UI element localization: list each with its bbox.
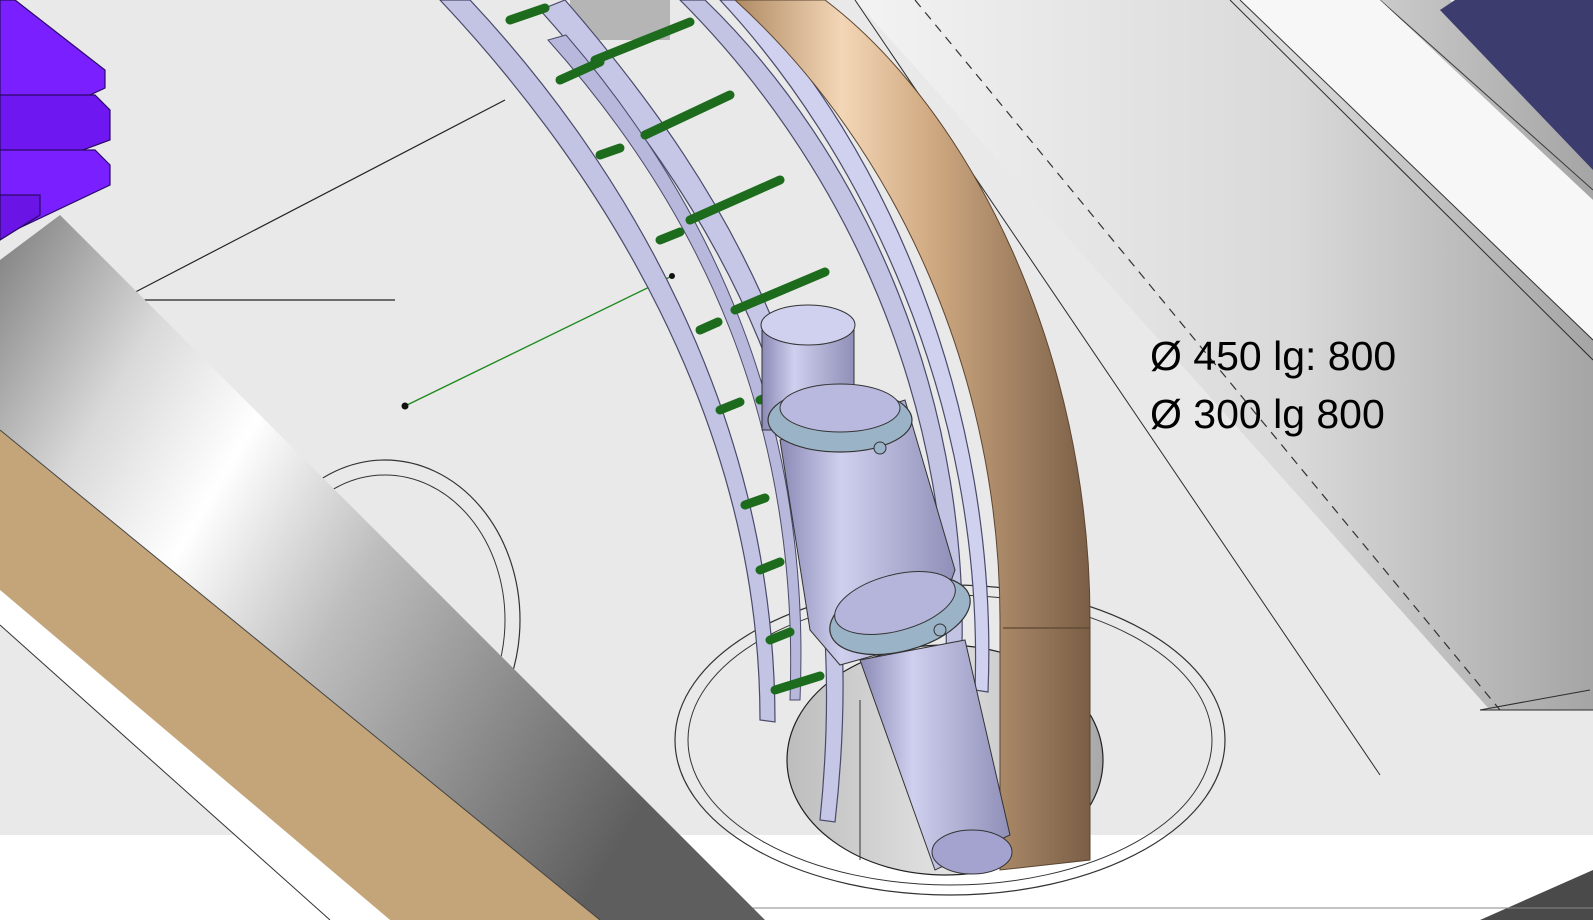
- cylinder-bolt-upper: [873, 441, 887, 455]
- steel-pipe-edge: [0, 429, 601, 920]
- cylinder-lower-tube: [859, 639, 1011, 871]
- white-floor-left: [0, 590, 390, 920]
- wall-edge: [1379, 0, 1593, 191]
- cylinder-bottom: [931, 829, 1013, 875]
- ladder-rail-far-2: [719, 0, 990, 693]
- floor-left-edge: [0, 624, 331, 920]
- cylinder-cap-top: [760, 304, 856, 346]
- cylinder-bolt-lower: [933, 623, 947, 637]
- leader-dot-start: [401, 402, 409, 410]
- dark-panel: [1440, 0, 1593, 170]
- floor-line-2: [1229, 0, 1593, 361]
- cylinder-band-upper-top: [779, 383, 901, 433]
- bottom-wall-strip: [0, 835, 1593, 920]
- leader-dot-end: [669, 273, 675, 279]
- floor-line-3: [1479, 689, 1591, 711]
- strip-edge: [1239, 0, 1593, 341]
- diameter-label-2: Ø 300 lg 800: [1150, 391, 1385, 437]
- diameter-label-1: Ø 450 lg: 800: [1150, 333, 1397, 379]
- leader-line: [404, 275, 673, 407]
- ladder-rail-mid: [547, 34, 802, 701]
- ladder-rail-outer: [439, 0, 776, 723]
- cylinder-band-lower-top: [834, 571, 956, 635]
- copper-pipe: [734, 0, 1091, 871]
- floor-seam-a: [119, 99, 506, 301]
- steel-pipe: [0, 215, 765, 920]
- cylinder-assembly: [760, 304, 1013, 875]
- purple-shelves: [0, 0, 111, 241]
